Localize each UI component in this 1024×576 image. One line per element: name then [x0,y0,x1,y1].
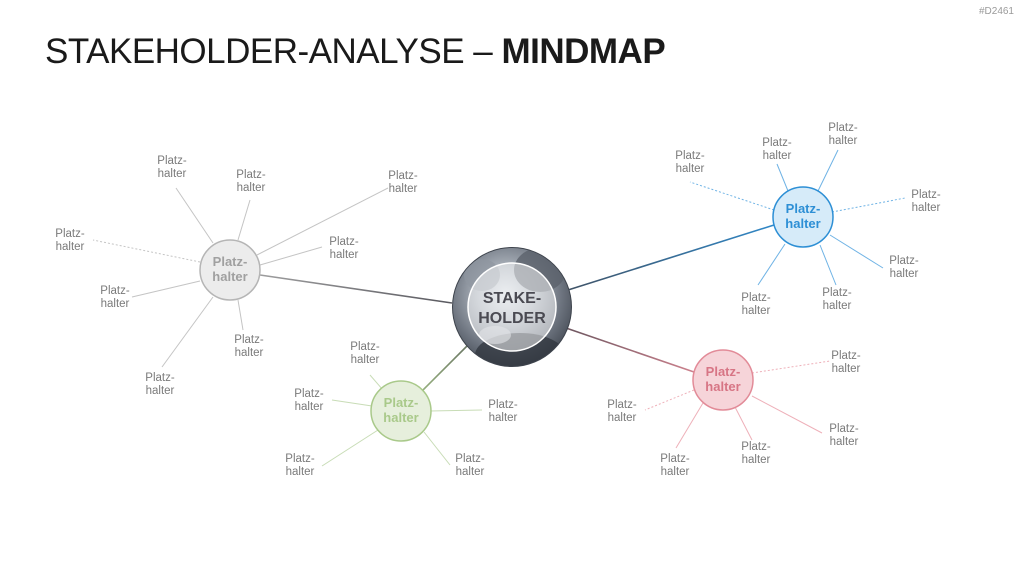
connector-gray [260,275,452,303]
hub-blue-line2: halter [785,216,820,231]
connector-blue [568,225,774,290]
hub-red: Platz- halter [693,350,753,410]
spoke [260,247,322,265]
center-node: STAKE- HOLDER [450,245,574,377]
hub-gray: Platz- halter [200,240,260,300]
spoke [162,297,213,367]
leaf-label: Platz-halter [762,137,792,162]
spoke [238,200,250,240]
spoke [676,403,703,448]
spoke [818,150,838,191]
spoke [430,410,482,411]
spoke [752,361,830,373]
hub-blue: Platz- halter [773,187,833,247]
hub-red-line1: Platz- [706,364,741,379]
hub-blue-line1: Platz- [786,201,821,216]
leaf-label: Platz-halter [350,341,380,366]
hub-green-line1: Platz- [384,395,419,410]
connector-green [423,345,468,390]
leaf-label: Platz-halter [388,170,418,195]
leaf-label: Platz-halter [911,189,941,214]
spoke [176,188,213,243]
center-line2: HOLDER [478,310,546,327]
spoke [820,245,836,285]
leaf-label: Platz-halter [828,122,858,147]
spoke [752,396,822,433]
leaf-label: Platz-halter [831,350,861,375]
spoke [257,188,388,255]
spoke [93,240,200,262]
leaf-label: Platz-halter [294,388,324,413]
spoke [777,164,788,191]
leaf-label: Platz-halter [741,441,771,466]
leaf-label: Platz-halter [741,292,771,317]
spoke [735,407,752,440]
hub-red-line2: halter [705,379,740,394]
spoke [332,400,372,406]
spoke [132,281,200,297]
spoke [238,300,243,330]
leaf-label: Platz-halter [145,372,175,397]
leaf-label: Platz-halter [455,453,485,478]
spoke [832,198,905,212]
spoke [690,182,774,210]
leaf-label: Platz-halter [675,150,705,175]
leaf-label: Platz-halter [285,453,315,478]
spoke [830,235,883,268]
hub-green-line2: halter [383,410,418,425]
leaf-label: Platz-halter [157,155,187,180]
leaf-label: Platz-halter [822,287,852,312]
hub-green: Platz- halter [371,381,431,441]
leaf-label: Platz-halter [55,228,85,253]
hub-gray-line1: Platz- [213,254,248,269]
spoke [645,390,694,410]
leaf-label: Platz-halter [607,399,637,424]
leaf-label: Platz-halter [660,453,690,478]
spoke [322,430,378,466]
center-line1: STAKE- [483,290,541,307]
leaf-label: Platz-halter [329,236,359,261]
spoke [758,244,785,285]
leaf-label: Platz-halter [889,255,919,280]
leaf-label: Platz-halter [100,285,130,310]
spoke [424,432,450,465]
leaf-label: Platz-halter [234,334,264,359]
leaf-label: Platz-halter [236,169,266,194]
leaf-label: Platz-halter [488,399,518,424]
hub-gray-line2: halter [212,269,247,284]
connector-red [566,328,694,372]
leaf-label: Platz-halter [829,423,859,448]
